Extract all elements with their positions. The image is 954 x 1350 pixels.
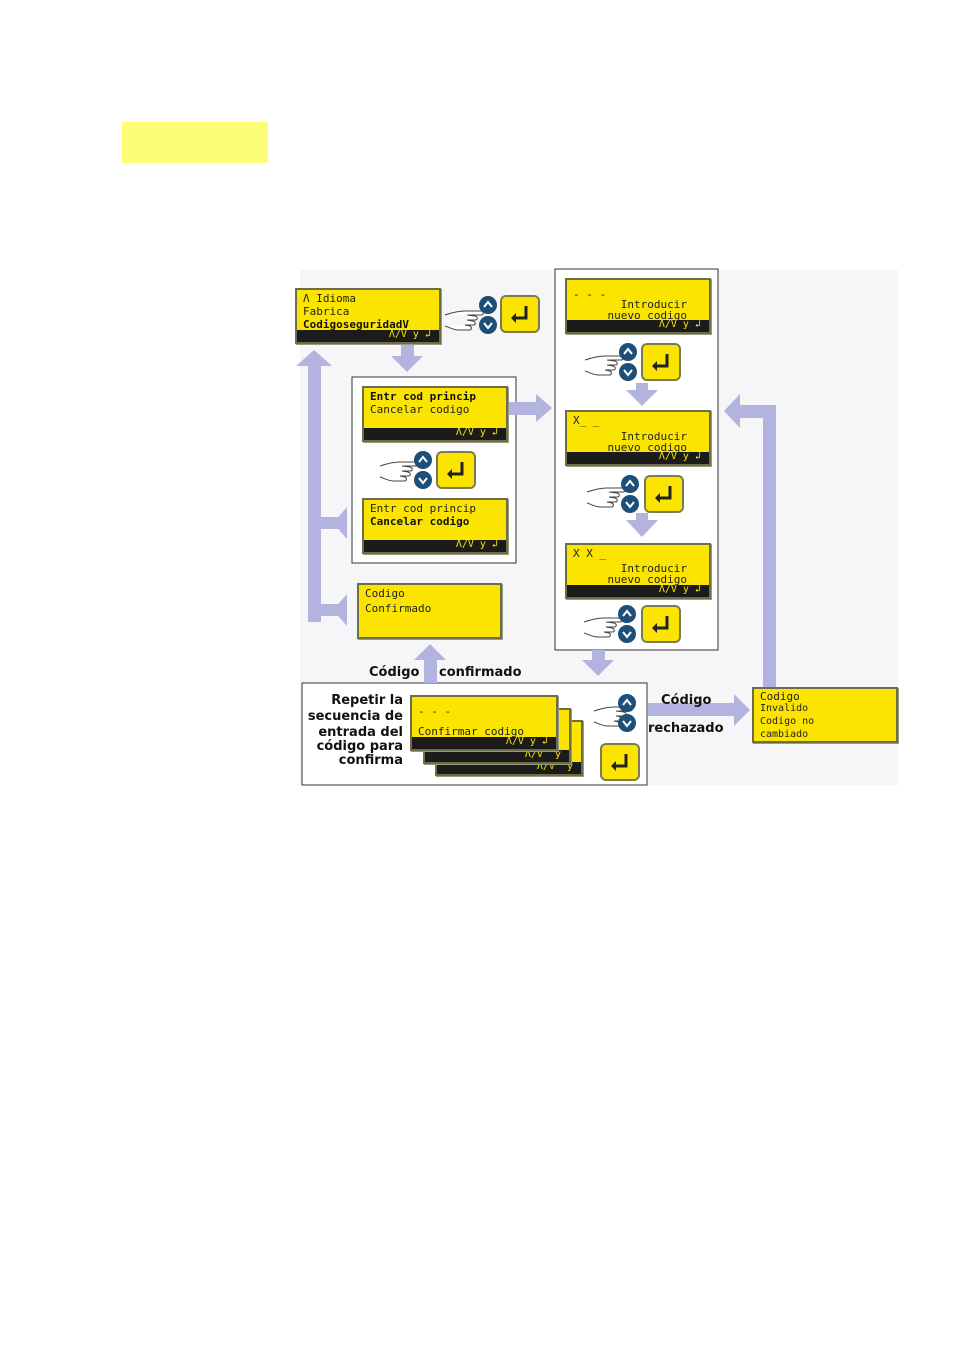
repeat-text-3: entrada del: [318, 725, 403, 740]
confirmed-line-2: Confirmado: [365, 602, 432, 615]
lcd-new-code-2: X_ _ Introducir nuevo codigo Λ/V y ↲: [565, 410, 711, 466]
label-rechazado: rechazado: [648, 721, 724, 736]
lcd-main-code-2: Entr cod princip Cancelar codigo Λ/V y ↲: [362, 498, 508, 554]
lcd-new-code-3: X X _ Introducir nuevo codigo Λ/V y ↲: [565, 543, 711, 599]
label-confirmado: confirmado: [439, 665, 522, 680]
label-codigo-rejected: Código: [661, 693, 712, 708]
new-code-3-bar: Λ/V y ↲: [567, 584, 709, 597]
new-code-2-line-1: Introducir: [620, 430, 687, 443]
enter-key-icon: [599, 742, 641, 782]
invalid-line-4: cambiado: [760, 729, 809, 740]
enter-key-icon: [640, 342, 682, 382]
invalid-line-3: Codigo no: [760, 716, 815, 727]
confirm-code: - - -: [418, 705, 452, 718]
confirm-stack-2-bar-text: Λ/V y: [524, 749, 561, 760]
confirm-stack-3-bar-text: Λ/V y: [536, 761, 573, 772]
lcd-menu: Λ Idioma Fabrica CodigoseguridadV Λ/V y …: [295, 288, 441, 344]
main-code-1-line-1: Entr cod princip: [370, 390, 476, 403]
main-code-2-bar: Λ/V y ↲: [364, 539, 506, 552]
lcd-main-code-1: Entr cod princip Cancelar codigo Λ/V y ↲: [362, 386, 508, 442]
new-code-2-code: X_ _: [573, 414, 600, 427]
menu-line-3: CodigoseguridadV: [303, 318, 409, 331]
confirm-bar-text: Λ/V y ↲: [505, 736, 548, 747]
menu-bar-text: Λ/V y ↲: [388, 329, 431, 340]
main-code-1-bar: Λ/V y ↲: [364, 427, 506, 440]
lcd-confirmed: Codigo Confirmado: [357, 583, 502, 639]
repeat-text-2: secuencia de: [307, 709, 403, 724]
left-return-arrowhead: [296, 350, 332, 366]
new-code-3-bar-text: Λ/V y ↲: [658, 584, 701, 595]
menu-line-2: Fabrica: [303, 305, 350, 318]
main-code-1-line-2: Cancelar codigo: [370, 403, 470, 416]
new-code-2-line-2: nuevo codigo: [607, 441, 687, 454]
main-code-1-bar-text: Λ/V y ↲: [455, 427, 498, 438]
lcd-invalid: Codigo Invalido Codigo no cambiado: [752, 687, 898, 743]
main-code-2-line-2: Cancelar codigo: [370, 515, 470, 528]
menu-line-1: Λ Idioma: [303, 292, 356, 305]
new-code-2-bar: Λ/V y ↲: [567, 451, 709, 464]
new-code-3-line-1: Introducir: [620, 562, 687, 575]
repeat-text-4: código para: [316, 739, 403, 754]
enter-key-icon: [640, 604, 682, 644]
confirm-bar: Λ/V y ↲: [412, 736, 556, 749]
new-code-1-bar: Λ/V y ↲: [567, 319, 709, 332]
left-return-line: [308, 362, 321, 622]
new-code-3-code: X X _: [573, 547, 607, 560]
lcd-new-code-1: - - - Introducir nuevo codigo Λ/V y ↲: [565, 278, 711, 334]
enter-key-icon: [643, 474, 685, 514]
main-code-2-line-1: Entr cod princip: [370, 502, 476, 515]
enter-key-icon: [435, 450, 477, 490]
new-code-2-bar-text: Λ/V y ↲: [658, 451, 701, 462]
new-code-1-bar-text: Λ/V y ↲: [658, 319, 701, 330]
enter-key-icon: [499, 294, 541, 334]
new-code-1-line-2: nuevo codigo: [607, 309, 687, 322]
menu-bar: Λ/V y ↲: [297, 329, 439, 342]
invalid-line-1: Codigo: [760, 690, 800, 703]
new-code-3-line-2: nuevo codigo: [607, 573, 687, 586]
main-code-2-bar-text: Λ/V y ↲: [455, 539, 498, 550]
lcd-confirm: - - - Confirmar codigo Λ/V y ↲: [410, 695, 558, 751]
confirm-stack-2-bar: Λ/V y: [425, 749, 569, 762]
confirm-line-1: Confirmar codigo: [418, 725, 524, 738]
confirm-stack-3-bar: Λ/V y: [437, 761, 581, 774]
confirmed-line-1: Codigo: [365, 587, 405, 600]
repeat-text-5: confirma: [338, 753, 403, 768]
new-code-1-code: - - -: [573, 288, 607, 301]
new-code-1-line-1: Introducir: [620, 298, 687, 311]
invalid-line-2: Invalido: [760, 703, 809, 714]
highlight-box: [122, 122, 268, 163]
repeat-text-1: Repetir la: [331, 693, 403, 708]
label-codigo-confirmed: Código: [369, 665, 420, 680]
